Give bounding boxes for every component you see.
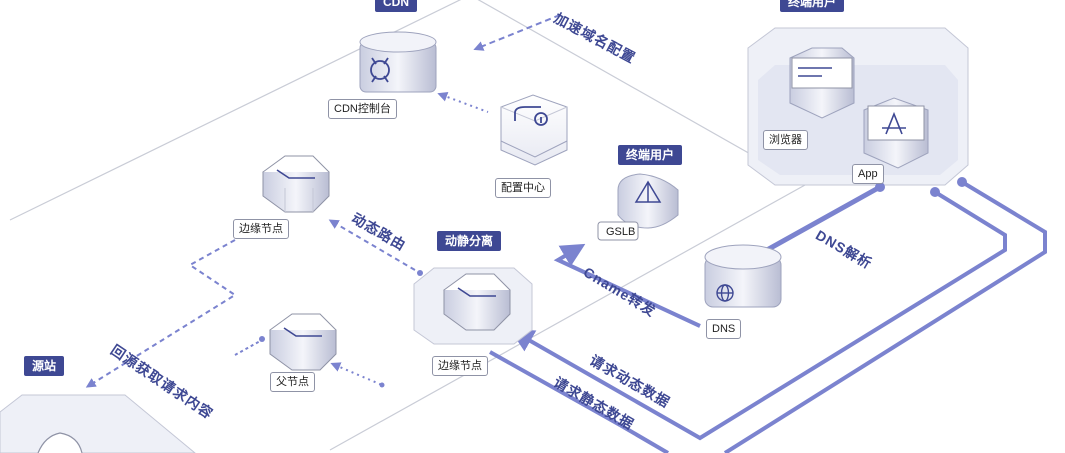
domain-config-arrow — [473, 14, 561, 51]
user-side-platform — [747, 27, 969, 186]
hexagon-server-icon — [276, 169, 315, 179]
user-side-tag: 终端用户 — [780, 0, 845, 12]
origin-platform — [0, 394, 196, 453]
network-hub-icon — [370, 57, 390, 83]
origin-tag: 源站 — [24, 356, 65, 376]
cdn-platform — [9, 0, 807, 451]
browser-window-icon — [798, 67, 832, 77]
dns-resolution-line — [755, 184, 883, 258]
terminal-user-tag: 终端用户 — [618, 145, 683, 165]
parent-edge-link — [330, 362, 383, 386]
gslb-label: GSLB — [606, 226, 636, 238]
request-static-line — [723, 180, 1047, 453]
app-device — [863, 97, 929, 169]
edge-node-top-label: 边缘节点 — [233, 219, 289, 239]
gslb-device — [617, 173, 679, 229]
parent-node-label: 父节点 — [270, 372, 315, 392]
app-store-icon — [882, 111, 906, 135]
app-label: App — [852, 164, 884, 184]
browser-device — [789, 47, 855, 119]
edge-node-main-label: 边缘节点 — [432, 356, 488, 376]
dns-label: DNS — [706, 319, 742, 339]
edge-node-top-device — [262, 155, 330, 213]
cloud-navigation-icon — [634, 180, 662, 203]
dynamic-routing-arrow — [328, 219, 421, 274]
cdn-console-label: CDN控制台 — [328, 99, 397, 119]
browser-label: 浏览器 — [763, 130, 808, 150]
dynamic-static-tag: 动静分离 — [437, 231, 502, 251]
origin-fetch-path — [85, 239, 237, 388]
parent-node-device — [269, 313, 337, 371]
dns-device — [704, 244, 782, 308]
globe-icon — [716, 284, 734, 302]
cdn-tag: CDN — [375, 0, 417, 12]
config-center-device — [500, 94, 568, 166]
request-dynamic-line — [509, 190, 1007, 441]
console-config-link — [437, 92, 489, 113]
key-toggle-icon — [514, 106, 548, 126]
cname-forward-line — [553, 243, 701, 328]
edge-node-main-device — [413, 267, 533, 345]
cdn-console-device — [359, 31, 437, 93]
config-center-label: 配置中心 — [495, 178, 551, 198]
